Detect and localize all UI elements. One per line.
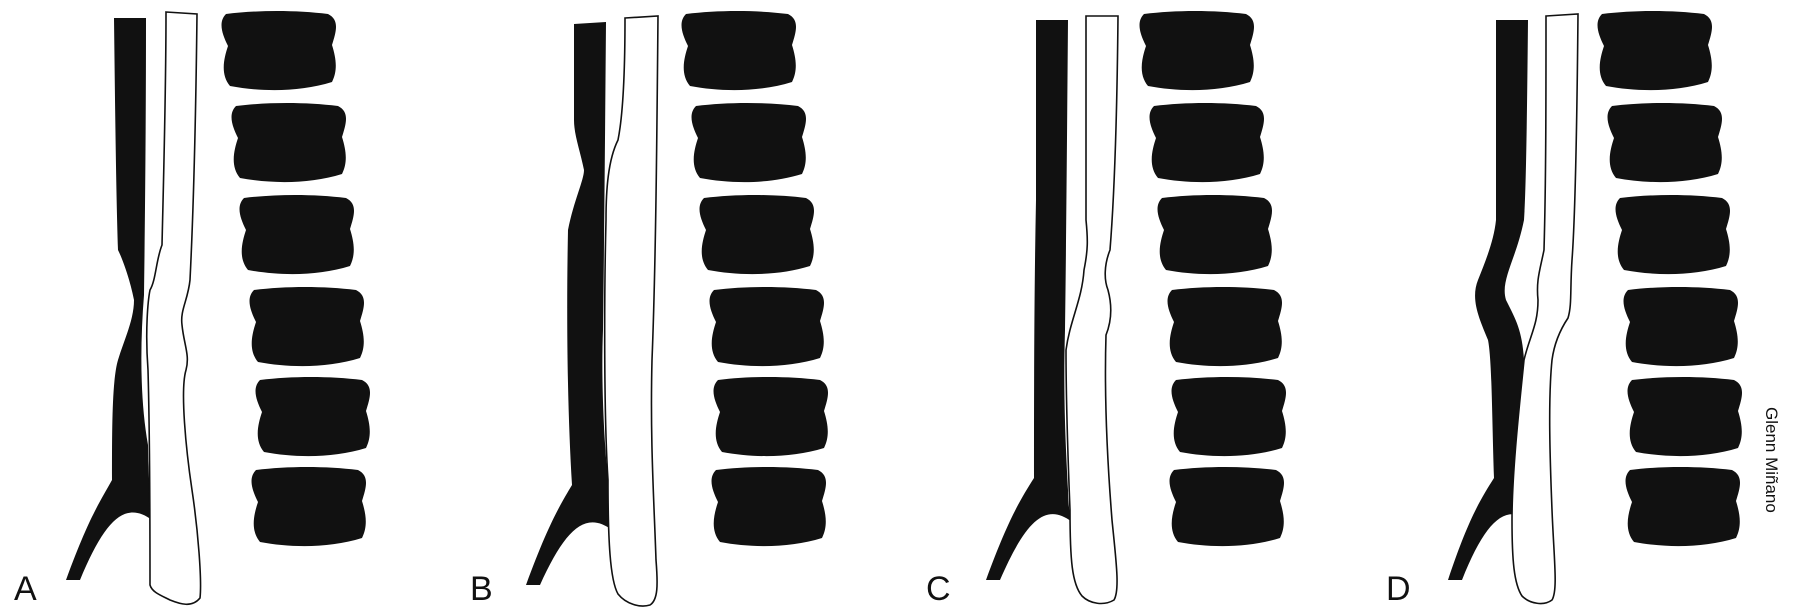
panel-c-vertebra-6 — [1170, 467, 1284, 546]
panel-b-dark-vessel — [526, 22, 612, 585]
panel-a-vertebra-4 — [250, 287, 364, 366]
panel-c-label: C — [926, 570, 951, 608]
panel-c-vertebra-2 — [1150, 103, 1264, 182]
panel-d-vertebra-1 — [1598, 11, 1712, 90]
panel-d-vertebra-4 — [1624, 287, 1738, 366]
artist-signature: Glenn Miñano — [1762, 407, 1781, 513]
panel-d-vertebra-2 — [1608, 103, 1722, 182]
panel-b-vertebra-4 — [710, 287, 824, 366]
panel-c-vertebrae — [1140, 11, 1286, 546]
panel-d-vertebra-3 — [1616, 195, 1730, 274]
panel-c: C — [926, 11, 1286, 608]
panel-d-vertebra-6 — [1626, 467, 1740, 546]
panel-d-vertebrae — [1598, 11, 1742, 546]
panel-c-vertebra-3 — [1158, 195, 1272, 274]
panel-a-label: A — [14, 570, 37, 608]
panel-b-vertebrae — [682, 11, 828, 546]
panel-a-vertebra-1 — [222, 11, 336, 90]
panel-c-dark-vessel — [986, 20, 1072, 580]
panel-a-light-vessel — [147, 12, 201, 604]
panel-b-vertebra-6 — [712, 467, 826, 546]
panel-b: B — [470, 11, 828, 608]
panel-a: A — [14, 11, 370, 608]
panel-a-vertebrae — [222, 11, 370, 546]
panel-a-vertebra-6 — [252, 467, 366, 546]
panel-b-light-vessel — [605, 16, 658, 606]
panel-d-vertebra-5 — [1628, 377, 1742, 456]
panel-b-label: B — [470, 570, 493, 608]
panel-b-vertebra-2 — [692, 103, 806, 182]
panel-c-vertebra-4 — [1168, 287, 1282, 366]
panel-c-vertebra-5 — [1172, 377, 1286, 456]
panel-a-vertebra-5 — [256, 377, 370, 456]
panel-a-vertebra-2 — [232, 103, 346, 182]
panel-b-vertebra-1 — [682, 11, 796, 90]
panel-c-vertebra-1 — [1140, 11, 1254, 90]
panel-d: D — [1386, 11, 1742, 608]
panel-a-vertebra-3 — [240, 195, 354, 274]
panel-a-dark-vessel — [66, 18, 152, 580]
panel-b-vertebra-3 — [700, 195, 814, 274]
panel-d-label: D — [1386, 570, 1411, 608]
panel-b-vertebra-5 — [714, 377, 828, 456]
panel-c-light-vessel — [1066, 16, 1118, 603]
